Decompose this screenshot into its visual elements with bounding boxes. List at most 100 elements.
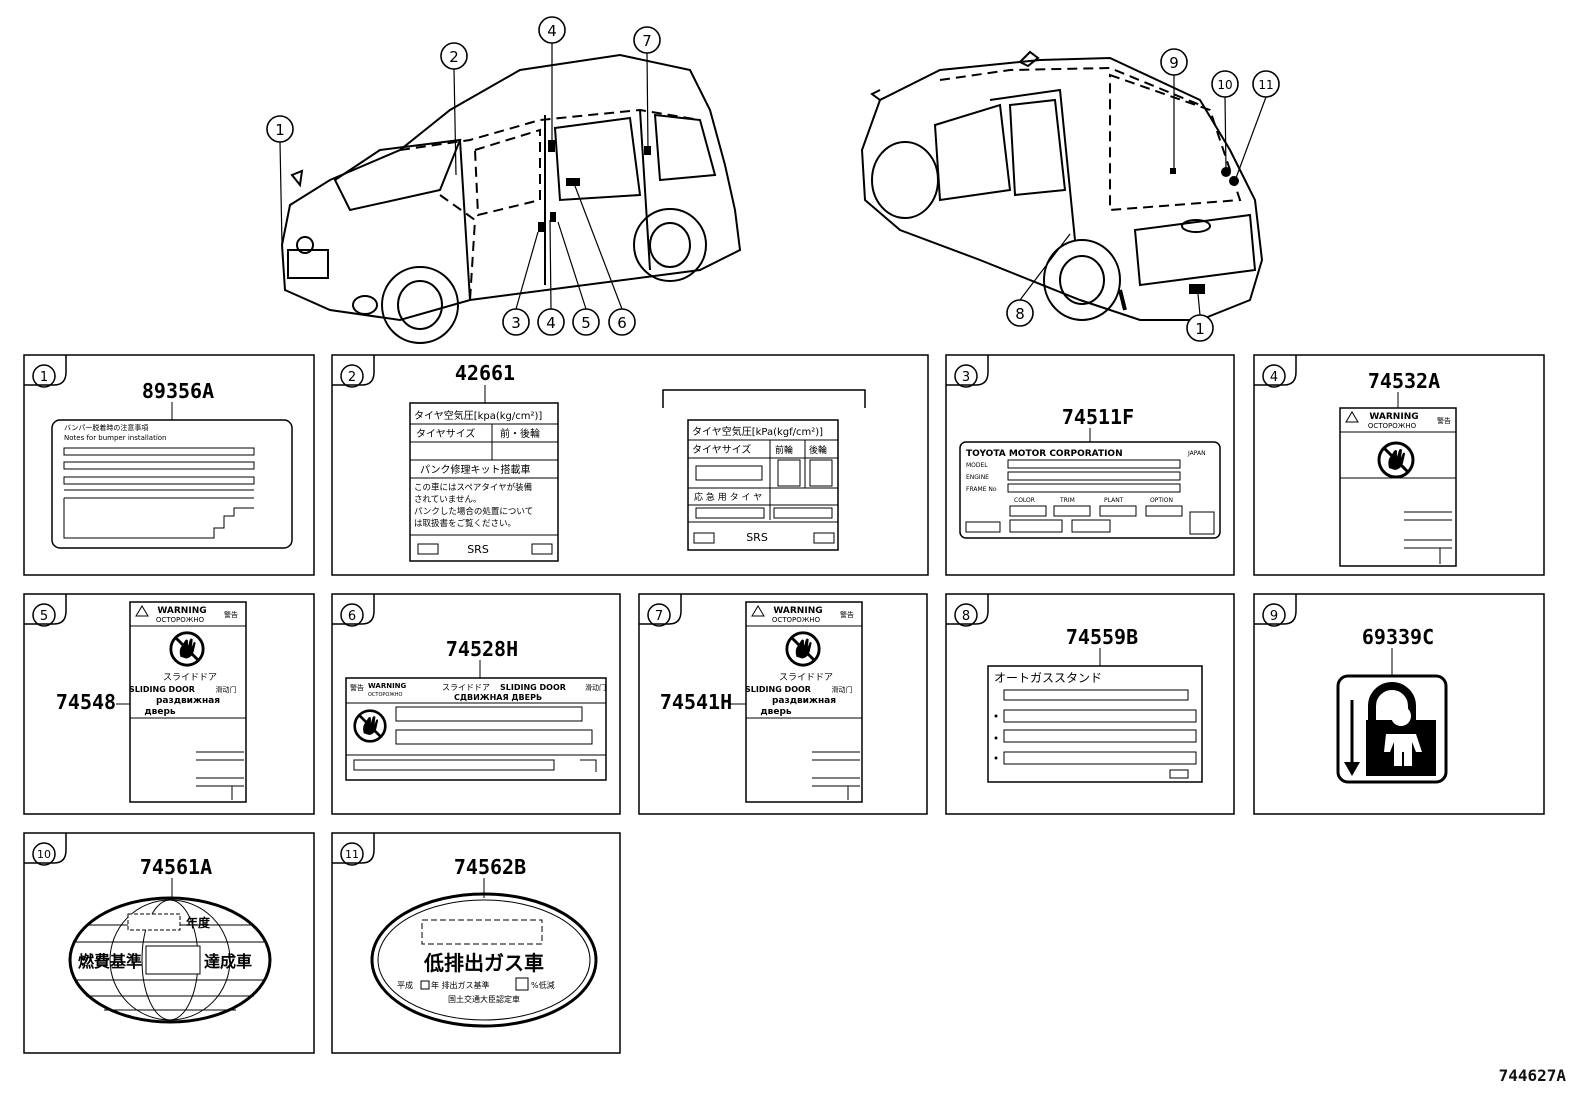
svg-text:SLIDING DOOR: SLIDING DOOR [500,683,566,692]
svg-text:年 排出ガス基準: 年 排出ガス基準 [431,980,490,990]
svg-text:前輪: 前輪 [775,444,793,456]
child-lock-icon [1336,674,1448,784]
callout-1-rear: 1 [1186,293,1214,342]
svg-text:9: 9 [1270,609,1278,624]
no-hands-icon [1377,441,1415,479]
no-hands-icon [785,631,821,667]
svg-text:ENGINE: ENGINE [966,474,989,481]
svg-text:2: 2 [449,48,459,66]
panel-11: 11 74562B 低排出ガス車 平成 年 排出ガス基準 %低減 国土交通大臣認… [331,832,621,1054]
svg-text:СДВИЖНАЯ ДВЕРЬ: СДВИЖНАЯ ДВЕРЬ [454,693,542,702]
svg-text:дверь: дверь [760,707,792,717]
svg-text:滑动门: 滑动门 [216,685,237,694]
svg-text:TOYOTA MOTOR CORPORATION: TOYOTA MOTOR CORPORATION [966,449,1123,459]
svg-text:スライドドア: スライドドア [163,672,217,683]
svg-text:7: 7 [655,609,663,624]
svg-text:達成車: 達成車 [204,952,252,971]
svg-text:11: 11 [345,848,359,861]
part-number-74532A: 74532A [1368,369,1440,393]
diagram-code: 744627A [1498,1066,1566,1085]
callout-1-front: 1 [266,115,294,246]
no-hands-icon [353,709,387,743]
svg-text:6: 6 [348,609,356,624]
panel-5: 5 74548 WARNING ОСТОРОЖНО 警告 スライドドア SLID… [23,593,315,815]
front-callouts: 1 2 3 4 4 5 6 7 [266,16,661,336]
svg-text:4: 4 [1270,370,1278,385]
part-number-89356A: 89356A [142,379,214,403]
no-hands-icon [169,631,205,667]
svg-text:警告: 警告 [350,683,364,692]
svg-text:дверь: дверь [144,707,176,717]
callout-9: 9 [1160,48,1188,170]
svg-text:11: 11 [1258,78,1273,92]
callout-4-top: 4 [538,16,566,150]
svg-text:COLOR: COLOR [1014,497,1035,504]
svg-text:9: 9 [1169,54,1179,72]
svg-text:%低減: %低減 [531,980,555,990]
svg-text:SRS: SRS [467,543,489,556]
svg-text:WARNING: WARNING [157,606,206,616]
svg-text:WARNING: WARNING [1369,412,1418,422]
svg-text:SLIDING DOOR: SLIDING DOOR [129,685,195,694]
part-number-42661: 42661 [455,361,515,385]
svg-text:8: 8 [962,609,970,624]
panel-10: 10 74561A 年度 燃費基準 達成車 [23,832,315,1054]
svg-text:タイヤサイズ: タイヤサイズ [416,427,475,440]
svg-text:低排出ガス車: 低排出ガス車 [423,951,544,975]
svg-text:ОСТОРОЖНО: ОСТОРОЖНО [156,616,205,624]
svg-text:1: 1 [275,121,285,139]
svg-text:WARNING: WARNING [368,682,407,690]
svg-text:滑动门: 滑动门 [585,683,606,692]
part-number-74548: 74548 [56,690,116,714]
svg-text:4: 4 [546,314,556,332]
part-number-74562B: 74562B [454,855,526,879]
svg-text:は取扱書をご覧ください。: は取扱書をご覧ください。 [414,518,516,529]
svg-text:3: 3 [511,314,521,332]
svg-text:バンパー脱着時の注意事項: バンパー脱着時の注意事項 [64,423,148,432]
svg-text:JAPAN: JAPAN [1187,450,1206,457]
svg-text:警告: 警告 [224,610,238,619]
part-number-74528H: 74528H [446,637,518,661]
svg-text:7: 7 [642,32,652,50]
callout-10: 10 [1211,70,1239,171]
svg-text:3: 3 [962,370,970,385]
callout-5: 5 [557,221,600,336]
callout-6: 6 [574,185,636,336]
svg-text:オートガススタンド: オートガススタンド [994,671,1102,685]
part-number-69339C: 69339C [1362,625,1434,649]
svg-text:警告: 警告 [840,610,854,619]
svg-text:スライドドア: スライドドア [442,683,490,692]
svg-text:SLIDING DOOR: SLIDING DOOR [745,685,811,694]
svg-text:5: 5 [40,609,48,624]
rear-callouts: 8 9 10 11 1 [1006,48,1280,342]
svg-text:警告: 警告 [1437,416,1451,425]
part-number-74561A: 74561A [140,855,212,879]
svg-text:SRS: SRS [746,531,768,544]
svg-text:5: 5 [581,314,591,332]
svg-text:MODEL: MODEL [966,462,988,469]
rear-car-illustration [860,50,1264,321]
svg-text:10: 10 [1217,78,1232,92]
svg-text:この車にはスペアタイヤが装備: この車にはスペアタイヤが装備 [414,482,533,493]
svg-text:TRIM: TRIM [1059,497,1075,504]
svg-text:後輪: 後輪 [809,444,827,456]
part-number-74541H: 74541H [660,690,732,714]
part-number-74559B: 74559B [1066,625,1138,649]
callout-7: 7 [633,26,661,151]
svg-text:燃費基準: 燃費基準 [78,952,142,971]
svg-text:応 急 用 タ イ ヤ: 応 急 用 タ イ ヤ [694,491,762,503]
svg-text:年度: 年度 [186,915,211,930]
svg-text:8: 8 [1015,305,1025,323]
svg-text:WARNING: WARNING [773,606,822,616]
part-number-74511F: 74511F [1062,405,1134,429]
callout-3: 3 [502,231,539,336]
svg-text:タイヤサイズ: タイヤサイズ [692,443,751,456]
svg-text:Notes for bumper installation: Notes for bumper installation [64,434,167,442]
panel-4: 4 74532A WARNING ОСТОРОЖНО 警告 [1253,354,1545,576]
svg-text:раздвижная: раздвижная [156,696,220,706]
svg-text:ОСТОРОЖНО: ОСТОРОЖНО [368,692,403,698]
svg-text:6: 6 [617,314,627,332]
svg-text:ОСТОРОЖНО: ОСТОРОЖНО [772,616,821,624]
svg-text:パンク修理キット搭載車: パンク修理キット搭載車 [420,463,531,476]
